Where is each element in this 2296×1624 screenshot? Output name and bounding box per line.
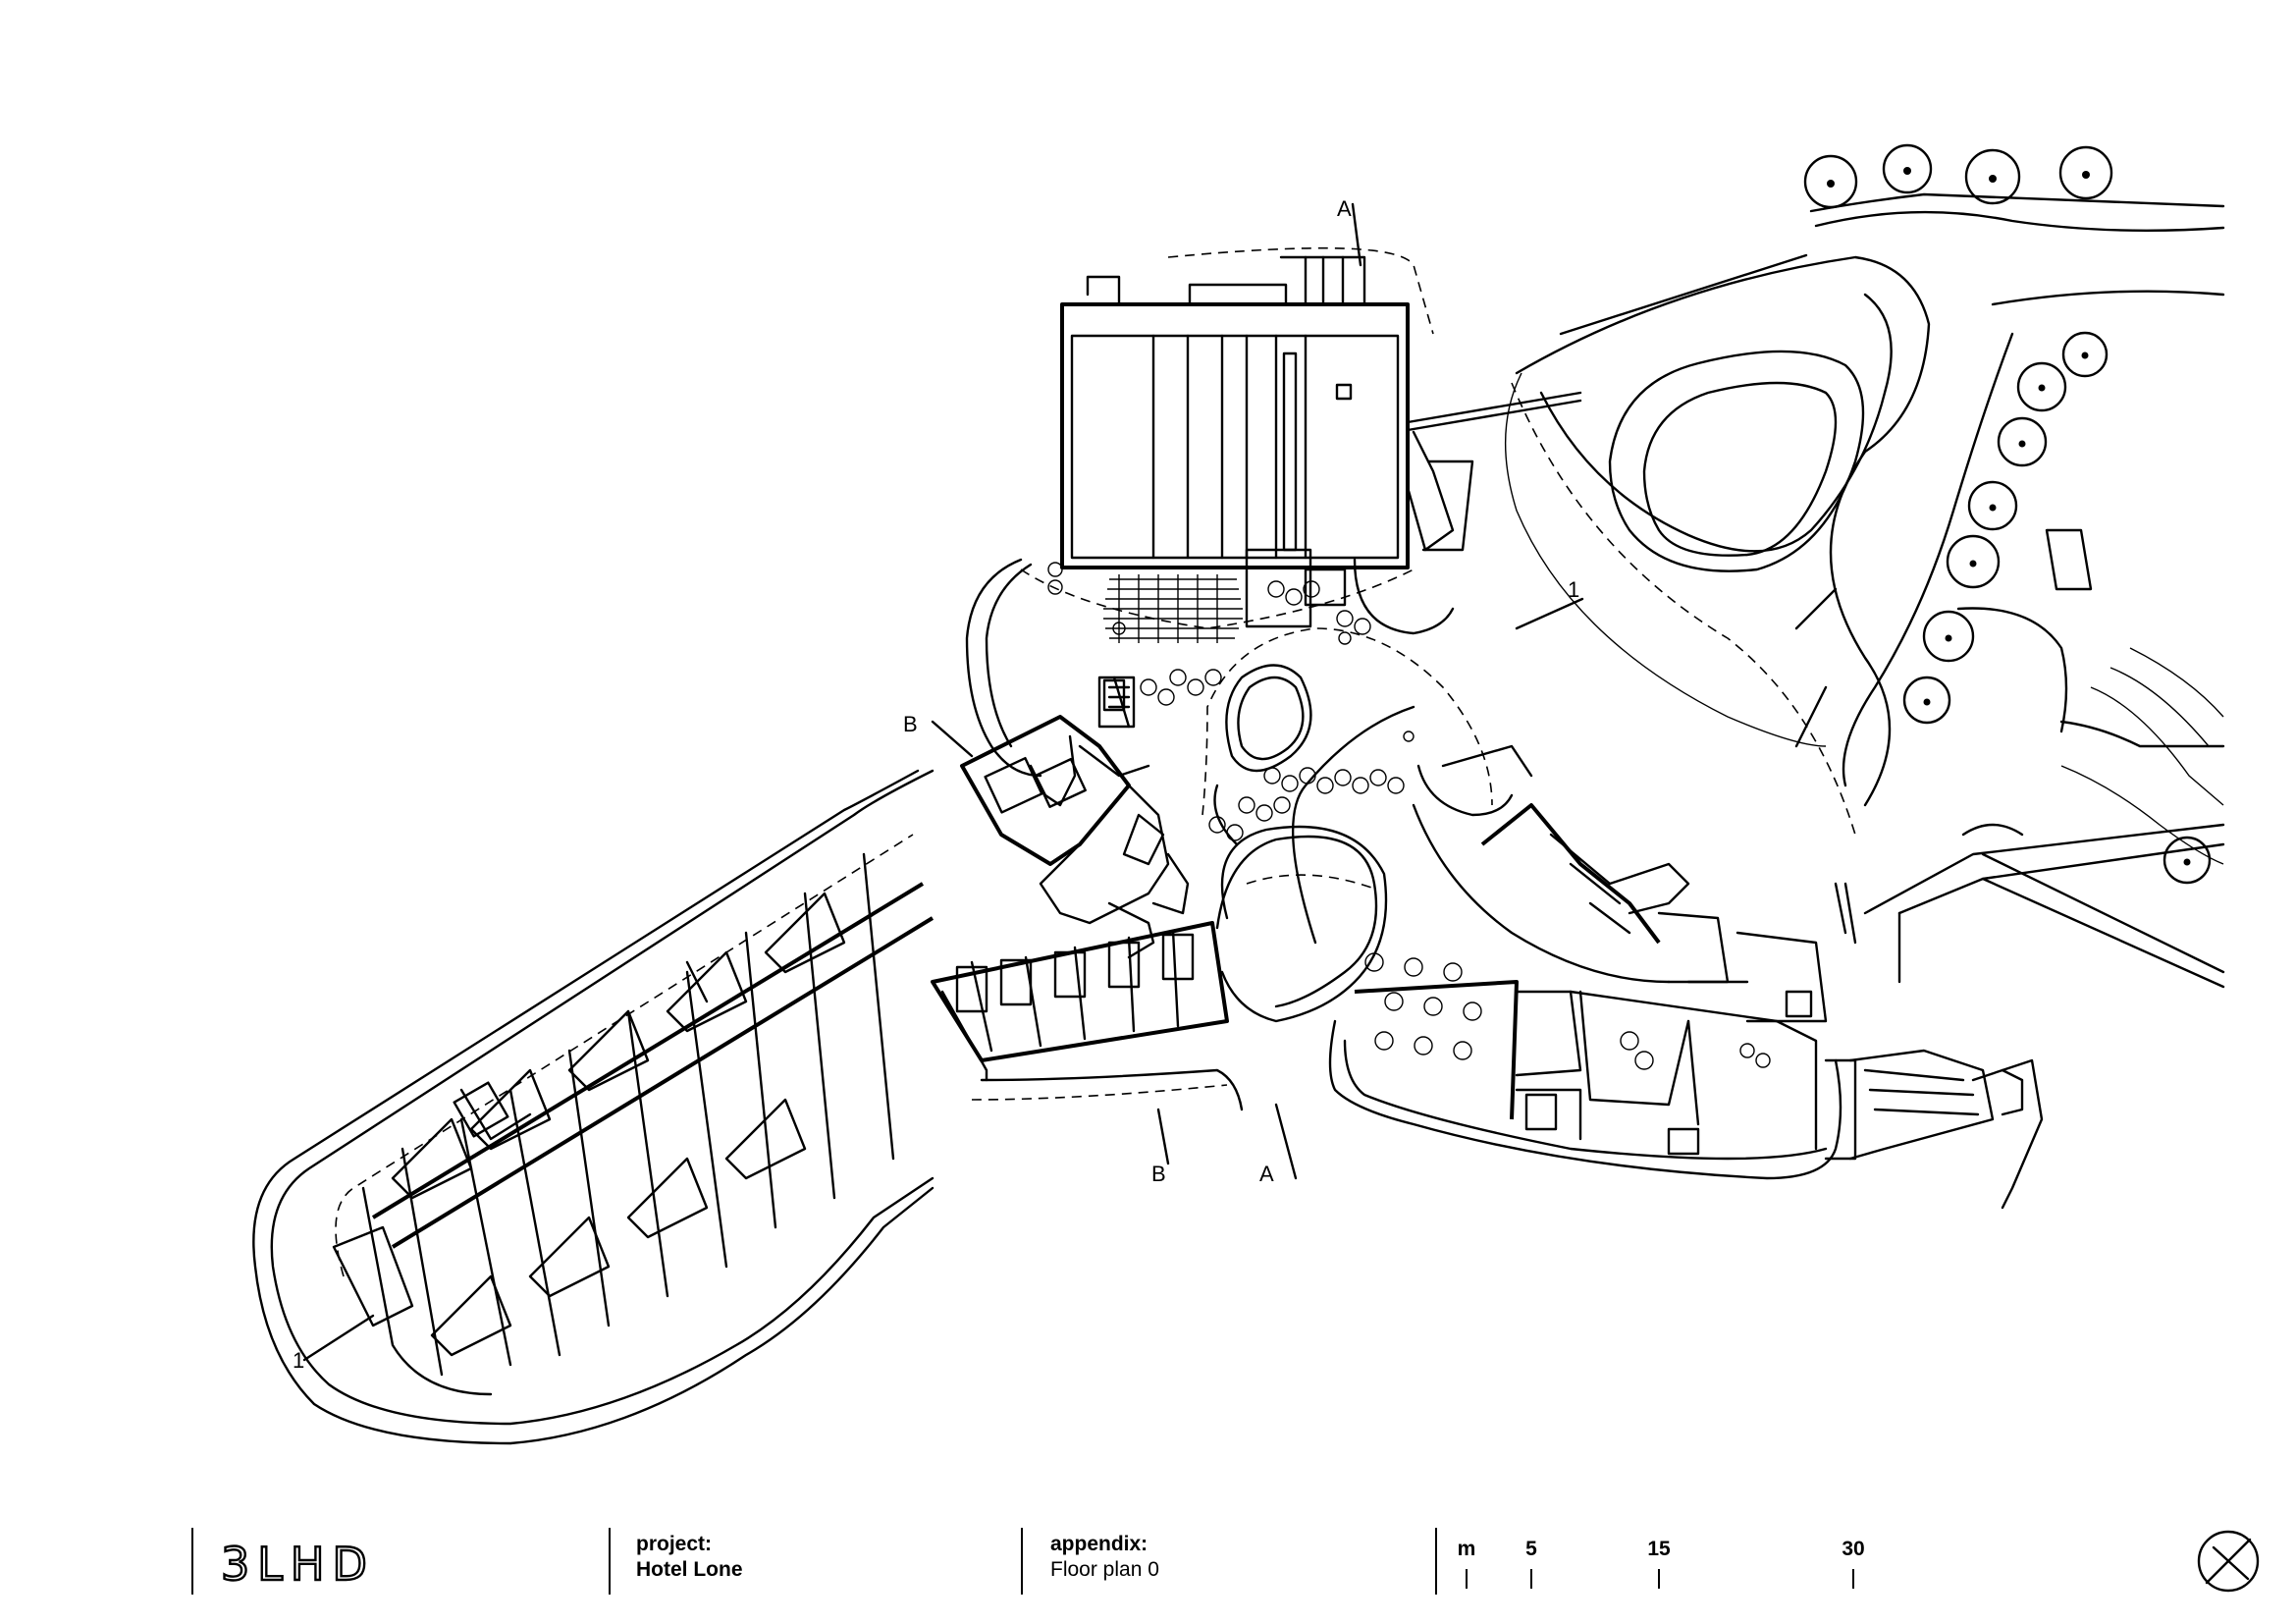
project-name: Hotel Lone xyxy=(636,1558,743,1581)
right-wing xyxy=(1328,803,2044,1210)
scale-tick xyxy=(1466,1569,1468,1589)
left-hotel-wing xyxy=(252,769,934,1445)
section-marker-1-left: 1 xyxy=(293,1348,304,1373)
trees-top-row xyxy=(1803,143,2113,209)
section-markers: A A B B 1 1 xyxy=(293,196,1584,1373)
project-label: project: xyxy=(636,1533,713,1555)
scale-tick xyxy=(1530,1569,1532,1589)
section-marker-a-top: A xyxy=(1337,196,1352,221)
scale-mark-30: 30 xyxy=(1842,1538,1865,1560)
lower-middle-rooms xyxy=(931,921,1244,1111)
landscape-paths xyxy=(1504,192,2225,989)
title-block-divider xyxy=(191,1528,193,1595)
title-block-divider xyxy=(1435,1528,1437,1595)
section-marker-b-bottom: B xyxy=(1151,1162,1166,1186)
conference-wing xyxy=(1060,246,1582,569)
central-lobby xyxy=(965,548,1533,1023)
logo-text: 3LHD xyxy=(221,1539,375,1586)
title-block-divider xyxy=(609,1528,611,1595)
scale-mark-15: 15 xyxy=(1647,1538,1671,1560)
trees-right-column xyxy=(1902,331,2212,885)
title-block-divider xyxy=(1021,1528,1023,1595)
scale-mark-5: 5 xyxy=(1525,1538,1537,1560)
section-marker-1-right: 1 xyxy=(1568,577,1579,602)
furniture-clusters xyxy=(1047,562,1771,1070)
appendix-label: appendix: xyxy=(1050,1533,1148,1555)
auditorium-seating xyxy=(1103,574,1243,643)
section-marker-b-left: B xyxy=(903,712,918,736)
north-arrow-icon xyxy=(2197,1530,2260,1593)
scale-tick xyxy=(1852,1569,1854,1589)
company-logo: 3LHD xyxy=(221,1539,375,1586)
scale-tick xyxy=(1658,1569,1660,1589)
scale-unit: m xyxy=(1457,1538,1476,1560)
appendix-value: Floor plan 0 xyxy=(1050,1558,1159,1581)
section-marker-a-bottom: A xyxy=(1259,1162,1274,1186)
service-core xyxy=(960,715,1190,959)
